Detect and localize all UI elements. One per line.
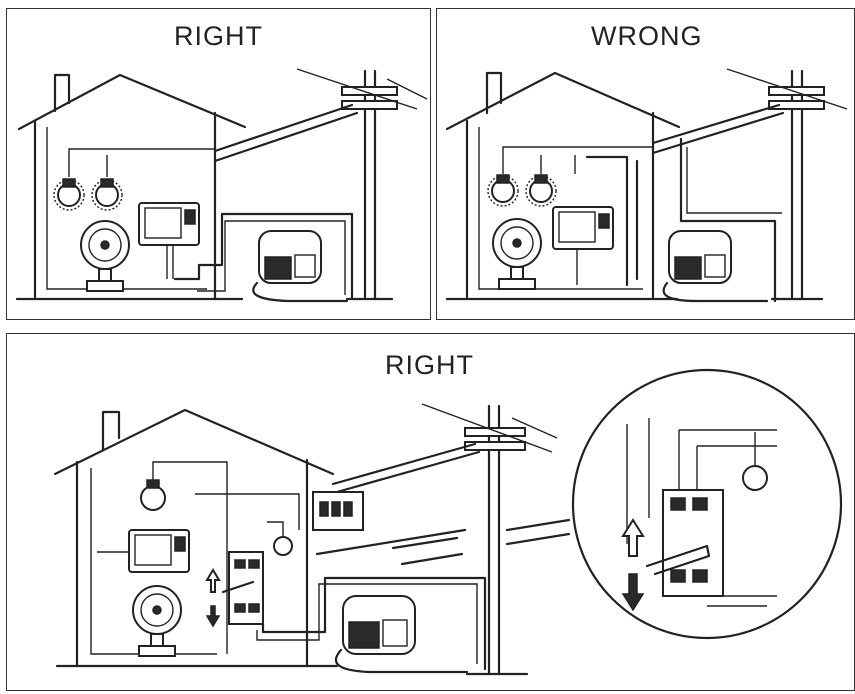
fan-icon: [132, 585, 182, 657]
panel-wrong-top: WRONG: [436, 8, 855, 320]
panel-title: RIGHT: [385, 350, 474, 380]
panel-right-top: RIGHT: [6, 8, 431, 320]
utility-pole-icon: [651, 68, 848, 301]
generator-icon: [334, 595, 469, 674]
diagram-wrong-top: [445, 68, 848, 303]
utility-pole-icon: [213, 68, 428, 301]
utility-pole-icon: [331, 403, 558, 676]
diagram-right-top: [15, 68, 428, 303]
panel-title: WRONG: [591, 21, 703, 51]
transfer-switch-icon: [195, 493, 300, 625]
up-arrow-icon: [205, 568, 221, 593]
house-icon: [445, 71, 681, 301]
house-icon: [15, 73, 247, 301]
generator-icon: [662, 230, 769, 303]
light-bulb-icon: [140, 461, 228, 654]
magnifier-circle-icon: [571, 368, 843, 640]
panel-right-bottom: RIGHT: [6, 333, 855, 691]
fan-icon: [492, 218, 542, 290]
fan-icon: [80, 220, 130, 292]
tv-icon: [552, 206, 614, 285]
diagram-right-bottom: [53, 368, 843, 676]
tv-icon: [97, 529, 190, 573]
panel-title: RIGHT: [174, 21, 263, 51]
house-icon: [53, 408, 339, 668]
light-bulb-icon: [53, 148, 215, 211]
generator-icon: [252, 230, 349, 303]
light-bulb-icon: [487, 146, 653, 207]
tv-icon: [138, 202, 200, 279]
down-arrow-icon: [205, 605, 221, 628]
circuit-breaker-icon: [312, 491, 364, 531]
